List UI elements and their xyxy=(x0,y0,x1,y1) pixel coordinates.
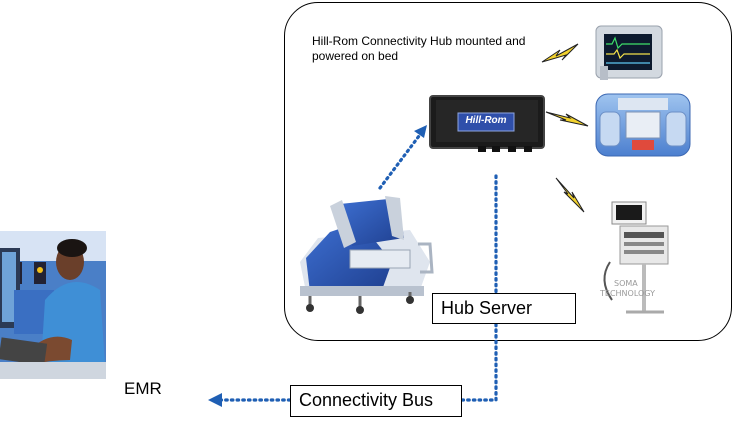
hub-server-box: Hub Server xyxy=(432,293,576,324)
wireless-signal-1 xyxy=(541,43,579,63)
connectivity-bus-box: Connectivity Bus xyxy=(290,385,462,417)
bed-to-hub-arrowhead xyxy=(414,125,427,138)
wireless-signal-3 xyxy=(555,177,585,213)
hub-brand-label: Hill-Rom xyxy=(465,115,507,126)
emr-label: EMR xyxy=(124,379,162,398)
panel-caption: Hill-Rom Connectivity Hub mounted and po… xyxy=(312,34,526,63)
soma-label-2: TECHNOLOGY xyxy=(599,289,655,298)
infusion-pump-image xyxy=(595,93,691,157)
patient-monitor-image xyxy=(595,25,663,80)
vitals-stand-image: SOMA TECHNOLOGY xyxy=(599,201,669,314)
hub-device xyxy=(429,95,545,152)
emr-arrowhead xyxy=(208,393,222,407)
bed-to-hub-arrow-line xyxy=(378,130,424,190)
hospital-bed-image xyxy=(300,196,434,314)
wireless-signal-2 xyxy=(545,111,589,127)
nurse-photo xyxy=(0,231,106,379)
soma-label-1: SOMA xyxy=(614,279,638,288)
